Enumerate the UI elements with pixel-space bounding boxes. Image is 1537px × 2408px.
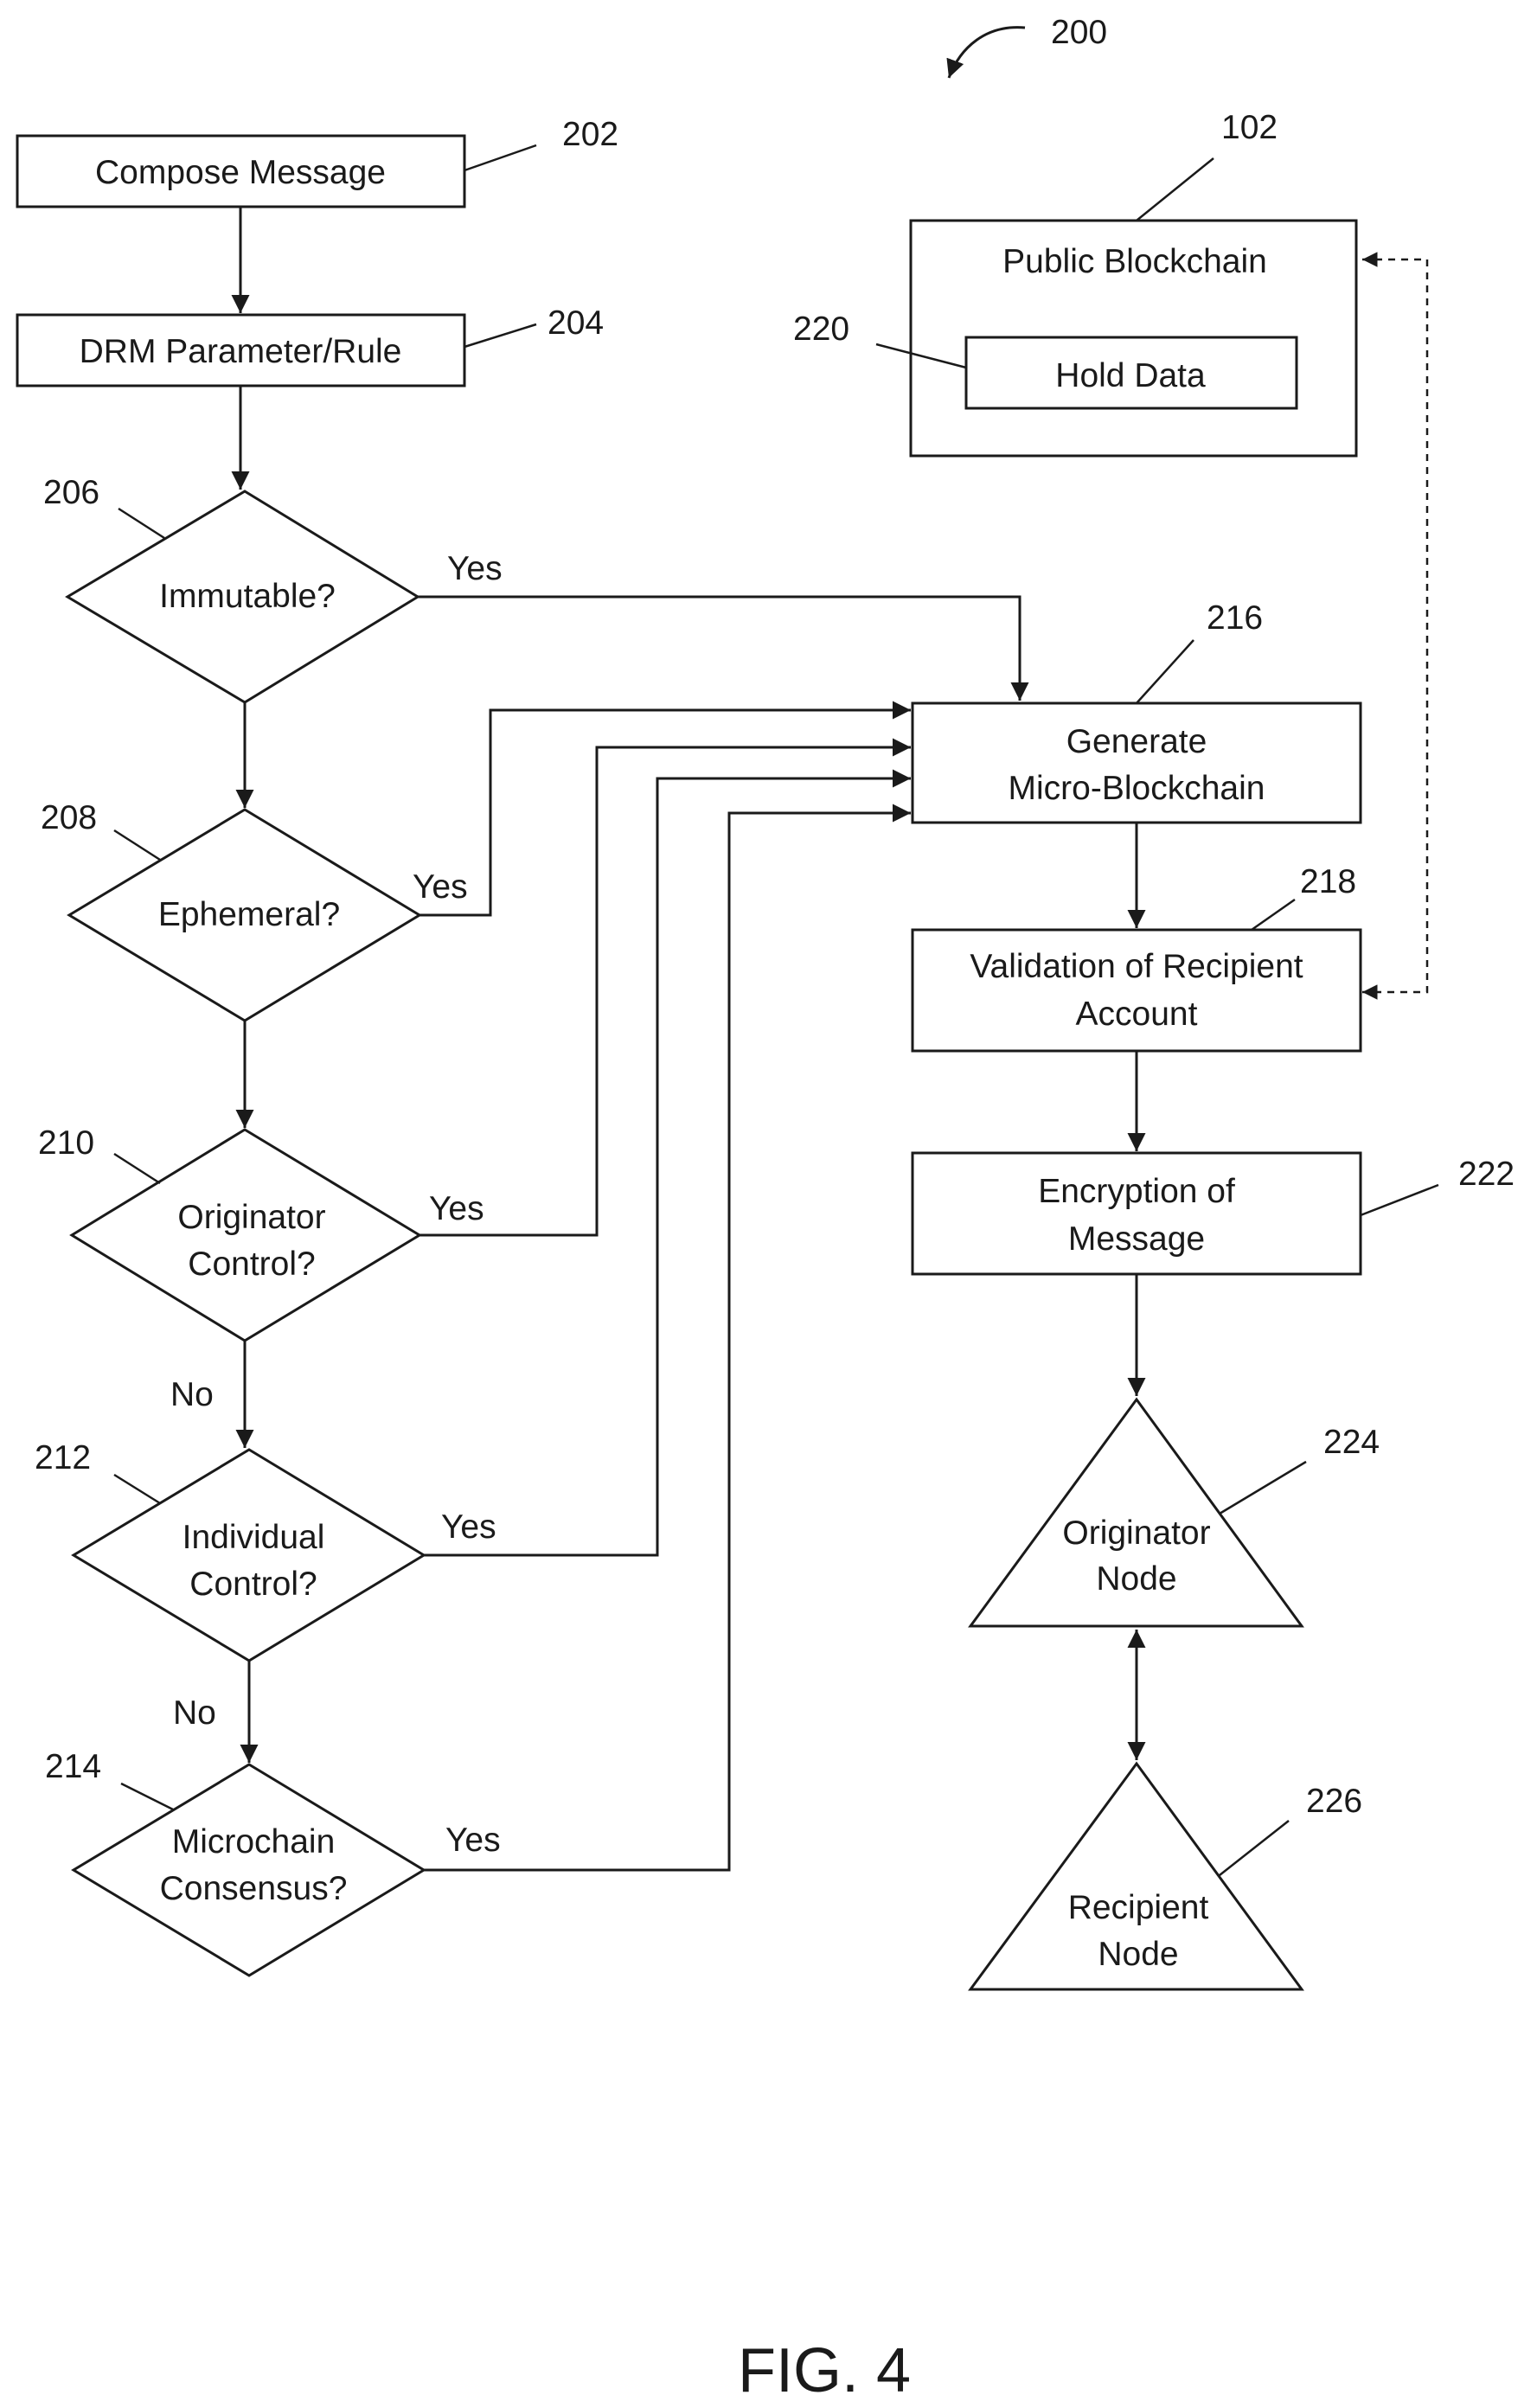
originator-control-line1: Originator [177,1199,325,1236]
individual-control-no: No [173,1694,216,1732]
leader-204 [464,323,537,349]
validation-line2: Account [1076,996,1198,1033]
ref-224: 224 [1323,1424,1380,1461]
encryption-box [911,1151,1362,1276]
ephemeral-yes: Yes [413,868,468,906]
generate-line2: Micro-Blockchain [1009,770,1265,807]
leader-222 [1360,1183,1439,1217]
originator-node-line2: Node [1096,1560,1176,1598]
generate-micro-blockchain-box [911,701,1362,824]
drm-rule-box [16,313,466,387]
arrow-ephemeral-yes [419,701,911,917]
dashed-link-blockchain-validation [1362,252,1429,1000]
validation-line1: Validation of Recipient [970,948,1303,985]
figure-caption: FIG. 4 [738,2336,911,2405]
arrow-originator-control-yes [419,738,911,1237]
ref-218: 218 [1300,863,1356,900]
originator-node-line1: Originator [1062,1515,1210,1552]
leader-202 [464,144,537,172]
originator-control-no: No [170,1376,214,1413]
leader-216 [1136,639,1194,704]
figure-number-arrow [946,26,1026,79]
microchain-consensus-yes: Yes [445,1822,501,1859]
figure-number: 200 [1051,14,1107,51]
microchain-consensus-line1: Microchain [172,1823,336,1860]
ref-222: 222 [1458,1156,1515,1193]
individual-control-yes: Yes [441,1508,496,1546]
recipient-node-line1: Recipient [1068,1889,1209,1926]
immutable-yes: Yes [447,550,503,587]
leader-220 [875,343,967,369]
encryption-line1: Encryption of [1038,1173,1235,1210]
encryption-line2: Message [1068,1220,1205,1258]
generate-line1: Generate [1066,723,1207,760]
leader-210 [113,1152,161,1185]
arrow-immutable-yes [418,595,1029,701]
individual-control-line2: Control? [189,1566,317,1603]
leader-214 [120,1782,174,1811]
compose-message-label: Compose Message [95,154,386,191]
arrow-microchain-consensus-yes [424,804,911,1872]
drm-rule-label: DRM Parameter/Rule [80,333,402,370]
ref-220: 220 [793,311,849,348]
leader-224 [1219,1460,1307,1515]
ref-202: 202 [562,116,618,153]
recipient-node-triangle [968,1761,1304,1991]
immutable-label: Immutable? [159,578,336,615]
individual-control-line1: Individual [183,1519,325,1556]
ref-206: 206 [43,474,99,511]
ref-216: 216 [1207,599,1263,637]
ref-102: 102 [1221,109,1278,146]
recipient-node-line2: Node [1098,1936,1178,1973]
leader-212 [113,1473,161,1505]
microchain-consensus-decision [71,1763,426,1977]
compose-message-box [16,134,466,208]
ref-208: 208 [41,799,97,836]
microchain-consensus-line2: Consensus? [160,1870,348,1907]
ref-214: 214 [45,1748,101,1785]
leader-218 [1251,898,1296,932]
ref-204: 204 [548,304,604,342]
ref-210: 210 [38,1124,94,1162]
public-blockchain-label: Public Blockchain [1002,243,1267,280]
originator-control-yes: Yes [429,1190,484,1227]
ephemeral-label: Ephemeral? [158,896,340,933]
leader-102 [1136,157,1214,221]
leader-208 [113,829,161,861]
ref-226: 226 [1306,1783,1362,1820]
leader-206 [118,507,165,540]
hold-data-box [964,336,1298,410]
hold-data-label: Hold Data [1055,357,1206,394]
ref-212: 212 [35,1439,91,1476]
originator-control-line2: Control? [188,1246,315,1283]
leader-226 [1219,1820,1290,1876]
arrow-individual-control-yes [424,769,911,1557]
